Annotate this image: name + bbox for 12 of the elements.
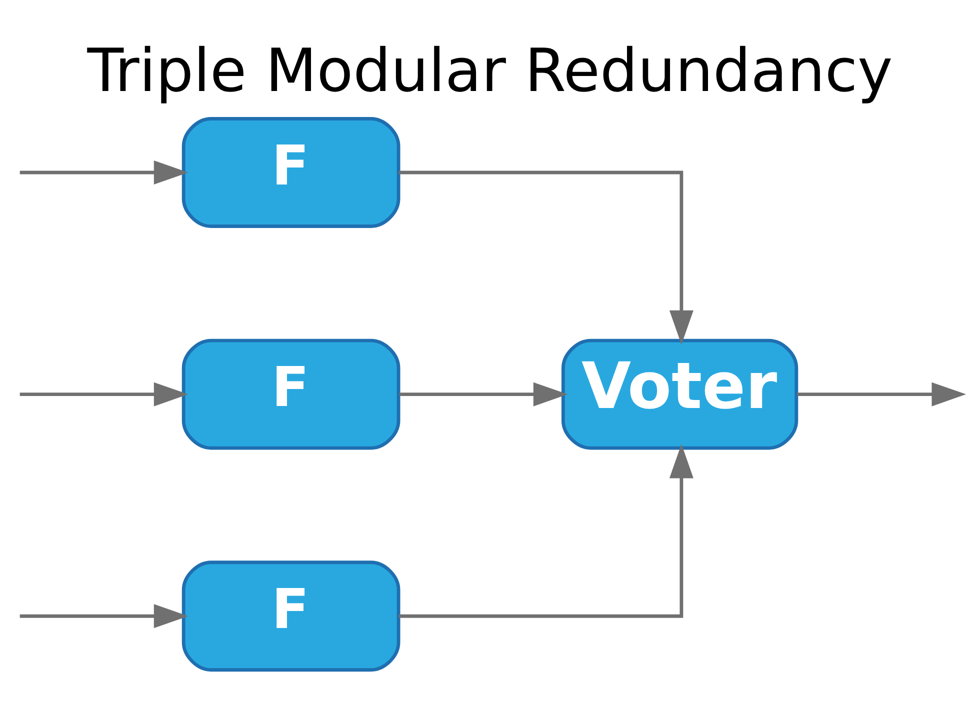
- arrow: [20, 160, 188, 185]
- arrow: [399, 382, 568, 406]
- arrow: [398, 444, 694, 618]
- arrow: [398, 170, 694, 345]
- node-box: Voter: [561, 338, 798, 450]
- diagram-title: Triple Modular Redundancy: [87, 36, 893, 106]
- node-box: F: [182, 560, 400, 672]
- arrow: [20, 382, 188, 406]
- node-box: F: [182, 338, 400, 450]
- arrow: [20, 604, 188, 628]
- node-box: F: [182, 117, 400, 228]
- arrow: [796, 382, 966, 406]
